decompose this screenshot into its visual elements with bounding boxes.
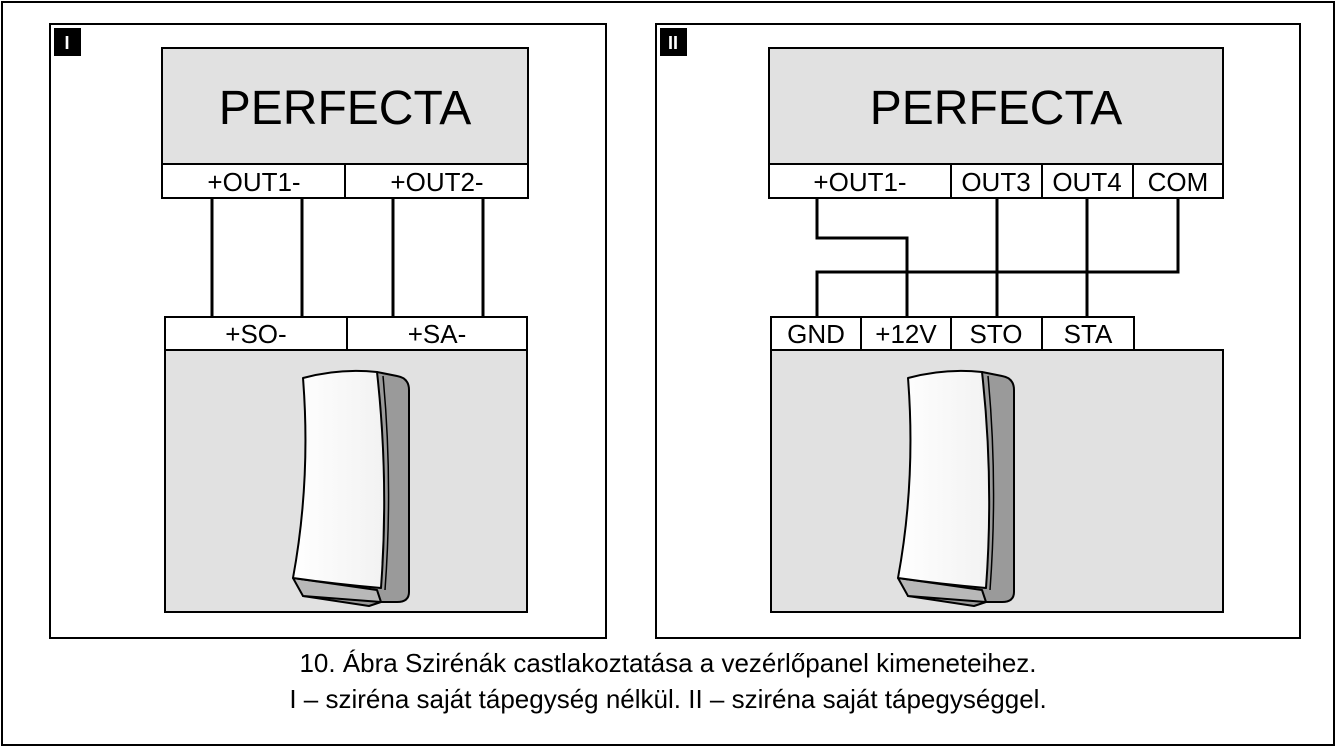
figure-caption-line-1: 10. Ábra Szirénák castlakoztatása a vezé… <box>299 648 1037 678</box>
panel-1-badge <box>54 28 81 56</box>
panel-1-terminal-out2: +OUT2- <box>390 167 483 197</box>
panel-2-badge <box>660 28 687 56</box>
panel-2-controller-label: PERFECTA <box>870 82 1122 135</box>
panel-2-terminal-sto: STO <box>970 319 1023 349</box>
panel-2-badge-text: II <box>668 33 678 53</box>
panel-2-terminal-sta: STA <box>1064 319 1113 349</box>
panel-2-terminal-com: COM <box>1148 167 1209 197</box>
panel-2-terminal-out3: OUT3 <box>961 167 1030 197</box>
panel-2-controller-terminal-strip <box>768 163 1224 199</box>
panel-2-terminal-out1: +OUT1- <box>813 167 906 197</box>
panel-2-controller-box <box>768 47 1224 165</box>
panel-1-terminal-sa: +SA- <box>408 319 467 349</box>
panel-1: I PERFECTA +OUT1- +OUT2- +SO- +SA- <box>49 23 607 639</box>
panel-1-badge-text: I <box>64 33 69 53</box>
panel-2: II PERFECTA +OUT1- OUT3 OUT4 COM GND +12… <box>655 23 1301 639</box>
panel-2-wires <box>815 198 1180 317</box>
panel-2-terminal-gnd: GND <box>787 319 845 349</box>
panel-2-siren-terminal-strip <box>770 316 1135 351</box>
panel-1-siren-icon <box>292 369 410 607</box>
figure-caption-line-2: I – sziréna saját tápegység nélkül. II –… <box>289 684 1047 714</box>
panel-1-wires <box>210 198 485 317</box>
panel-1-controller-box <box>161 47 529 165</box>
panel-1-terminal-out1: +OUT1- <box>207 167 300 197</box>
panel-2-terminal-out4: OUT4 <box>1052 167 1121 197</box>
panel-2-siren-icon <box>897 369 1015 607</box>
panel-1-terminal-so: +SO- <box>225 319 286 349</box>
panel-2-terminal-12v: +12V <box>875 319 937 349</box>
panel-1-controller-label: PERFECTA <box>219 82 471 135</box>
